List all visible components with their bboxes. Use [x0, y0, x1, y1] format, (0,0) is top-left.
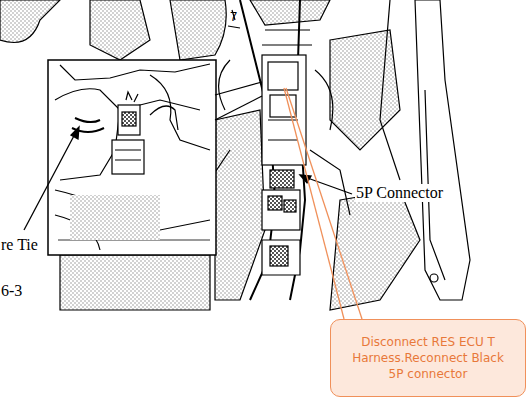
body-panels [0, 0, 470, 310]
callout-leader [284, 88, 362, 319]
part-label: 5P Connector [355, 184, 444, 202]
callout-box: Disconnect RES ECU T Harness.Reconnect B… [330, 319, 526, 397]
part-label: re Tie [0, 236, 39, 254]
figure-number: 6-3 [0, 282, 23, 300]
callout-text: Disconnect RES ECU T Harness.Reconnect B… [331, 330, 525, 387]
callout-number: 7 [229, 10, 238, 24]
leader-arrows [24, 127, 352, 230]
